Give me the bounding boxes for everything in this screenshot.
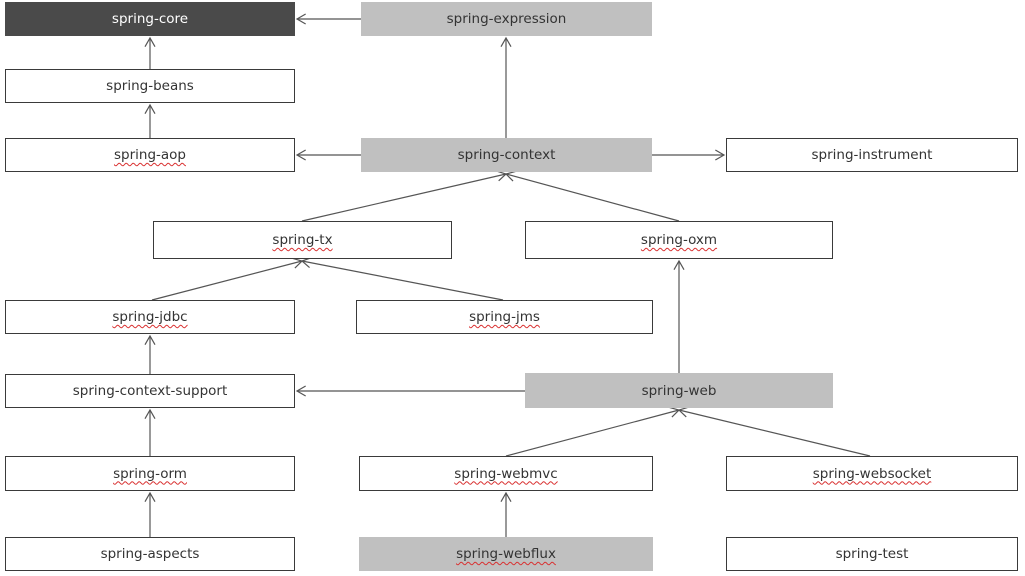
edge-spring-orm-to-spring-context-support [144, 408, 156, 456]
node-label: spring-webmvc [454, 465, 558, 482]
edge-spring-context-support-to-spring-jdbc [144, 334, 156, 374]
arrowhead [715, 149, 726, 161]
edge-spring-websocket-to-spring-web [677, 406, 871, 457]
node-label: spring-websocket [812, 465, 932, 482]
node-spring-context-support: spring-context-support [5, 374, 295, 408]
arrowhead [144, 491, 156, 502]
arrowhead [295, 13, 306, 25]
edge-spring-webmvc-to-spring-web [505, 406, 681, 457]
node-label: spring-webflux [456, 546, 556, 562]
edge-spring-expression-to-spring-core [295, 13, 361, 25]
node-spring-beans: spring-beans [5, 69, 295, 103]
edge-spring-aspects-to-spring-orm [144, 491, 156, 537]
node-spring-test: spring-test [726, 537, 1018, 571]
edge-spring-context-to-spring-expression [500, 36, 512, 138]
node-label: spring-beans [106, 78, 194, 94]
arrowhead [295, 149, 306, 161]
node-label: spring-core [111, 11, 189, 27]
edge-spring-context-to-spring-instrument [652, 149, 726, 161]
node-label: spring-web [641, 382, 717, 399]
edge-spring-jms-to-spring-tx [300, 257, 504, 301]
node-spring-aop: spring-aop [5, 138, 295, 172]
edge-spring-context-to-spring-aop [295, 149, 361, 161]
node-spring-web: spring-web [525, 373, 833, 408]
node-spring-tx: spring-tx [153, 221, 452, 259]
arrowhead [144, 36, 156, 47]
node-spring-jdbc: spring-jdbc [5, 300, 295, 334]
node-label: spring-orm [113, 465, 187, 482]
edge-spring-aop-to-spring-beans [144, 103, 156, 138]
arrowhead [504, 170, 516, 182]
node-label: spring-context [457, 147, 556, 163]
node-spring-oxm: spring-oxm [525, 221, 833, 259]
node-spring-instrument: spring-instrument [726, 138, 1018, 172]
node-spring-expression: spring-expression [361, 2, 652, 36]
node-label: spring-test [835, 546, 909, 562]
node-label: spring-tx [272, 232, 333, 248]
edge-spring-tx-to-spring-context [301, 170, 508, 222]
edge-spring-web-to-spring-oxm [673, 259, 685, 373]
arrowhead [677, 406, 689, 418]
edge-spring-web-to-spring-context-support [295, 385, 525, 397]
node-spring-websocket: spring-websocket [726, 456, 1018, 491]
arrowhead [144, 103, 156, 114]
edge-spring-webflux-to-spring-webmvc [500, 491, 512, 537]
arrowhead [500, 36, 512, 47]
node-spring-webmvc: spring-webmvc [359, 456, 653, 491]
node-spring-jms: spring-jms [356, 300, 653, 334]
edge-spring-oxm-to-spring-context [504, 170, 680, 222]
arrowhead [295, 385, 306, 397]
edge-spring-beans-to-spring-core [144, 36, 156, 69]
arrowhead [500, 491, 512, 502]
node-label: spring-aspects [100, 546, 200, 562]
node-label: spring-instrument [811, 147, 933, 163]
node-label: spring-expression [446, 11, 567, 27]
node-spring-webflux: spring-webflux [359, 537, 653, 571]
node-label: spring-oxm [640, 232, 718, 248]
node-label: spring-jms [469, 309, 540, 325]
edge-spring-jdbc-to-spring-tx [151, 257, 304, 301]
node-spring-core: spring-core [5, 2, 295, 36]
arrowhead [673, 259, 685, 270]
node-spring-aspects: spring-aspects [5, 537, 295, 571]
node-label: spring-aop [113, 147, 186, 163]
node-spring-orm: spring-orm [5, 456, 295, 491]
node-label: spring-context-support [72, 383, 228, 399]
node-label: spring-jdbc [112, 309, 188, 325]
node-spring-context: spring-context [361, 138, 652, 172]
arrowhead [144, 408, 156, 419]
arrowhead [144, 334, 156, 345]
